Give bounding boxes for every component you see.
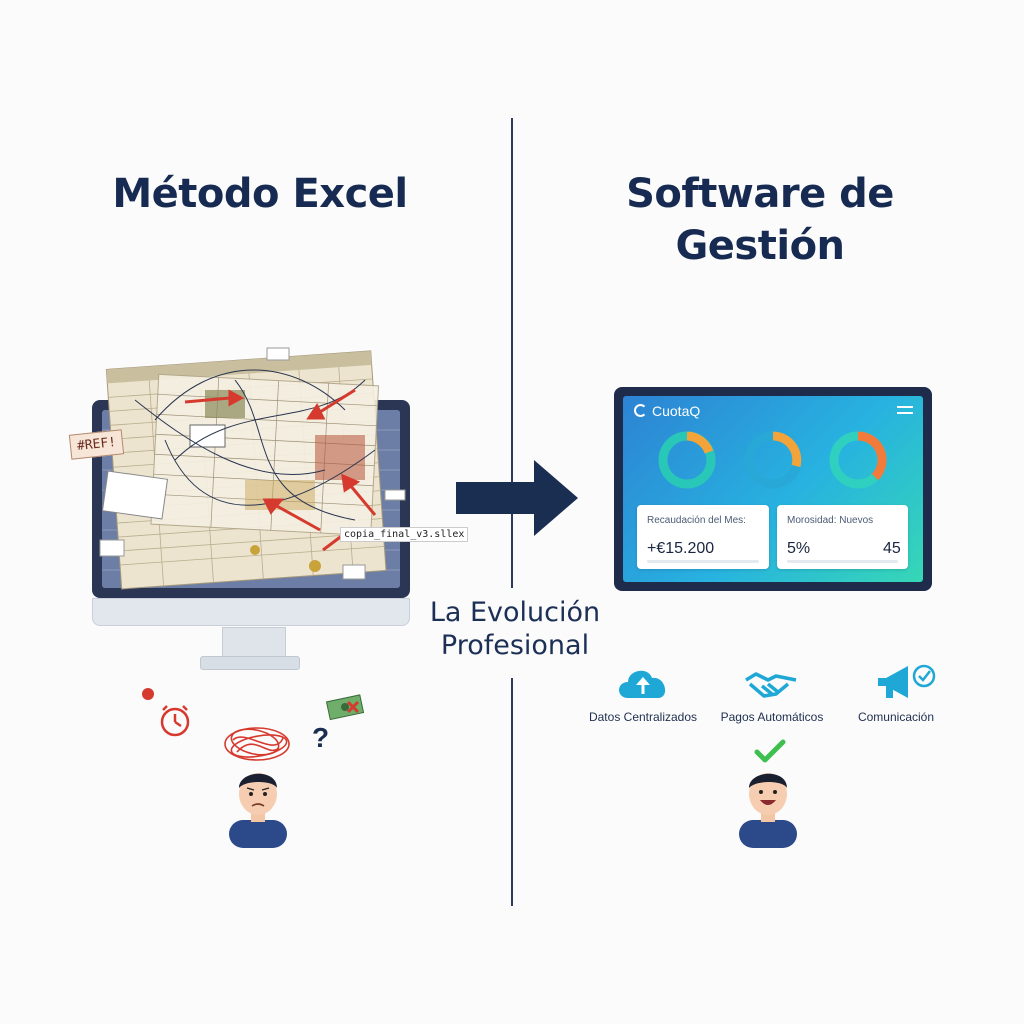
handshake-icon — [745, 672, 797, 698]
brand-icon — [634, 404, 647, 417]
kpi-card-collection[interactable]: Recaudación del Mes: +€15.200 — [637, 505, 769, 569]
kpi-delinquency-value-left: 5% — [787, 540, 811, 557]
question-icon: ? — [312, 722, 330, 753]
brand-logo[interactable]: CuotaQ — [634, 403, 700, 419]
stressed-person-icon — [224, 727, 290, 848]
tangle-icon — [224, 727, 290, 761]
arrow-right-icon — [456, 460, 578, 536]
megaphone-icon — [878, 664, 936, 698]
divider-line-bottom — [511, 678, 513, 906]
center-label: La Evolución Profesional — [420, 596, 610, 662]
kpi-collection-label: Recaudación del Mes: — [647, 515, 746, 526]
menu-icon[interactable] — [897, 406, 913, 415]
right-title-text: Software de Gestión — [626, 171, 894, 269]
left-title: Método Excel — [112, 171, 408, 217]
money-icon — [326, 694, 365, 720]
kpi-collection-bar — [647, 560, 759, 563]
monitor-base — [200, 656, 300, 670]
kpi-delinquency-bar — [787, 560, 898, 563]
center-label-line1: La Evolución — [429, 597, 601, 628]
feature-label-payments: Pagos Automáticos — [720, 710, 824, 724]
center-label-line2: Profesional — [440, 630, 590, 661]
brand-name: CuotaQ — [652, 403, 701, 419]
file-name-label: copia_final_v3.sllex — [340, 527, 469, 542]
kpi-delinquency-label: Morosidad: Nuevos — [787, 515, 874, 526]
kpi-delinquency-value-right: 45 — [883, 540, 901, 557]
monitor-stand — [222, 627, 286, 657]
kpi-collection-value: +€15.200 — [647, 540, 715, 557]
cloud-upload-icon — [619, 670, 666, 698]
clock-icon — [160, 705, 190, 737]
feature-label-communication: Comunicación — [857, 710, 935, 724]
alert-dot-icon — [142, 688, 154, 700]
feature-label-centralized: Datos Centralizados — [588, 710, 698, 724]
monitor-chin — [92, 598, 410, 626]
chaotic-spreadsheets — [99, 347, 406, 590]
divider-line-top — [511, 118, 513, 588]
check-icon — [754, 739, 786, 763]
donut-chart-3 — [829, 431, 887, 489]
kpi-card-delinquency[interactable]: Morosidad: Nuevos 5% 45 — [777, 505, 908, 569]
happy-person-icon — [739, 739, 797, 848]
right-title: Software de Gestión — [560, 168, 960, 272]
donut-chart-2 — [744, 431, 802, 489]
donut-chart-1 — [658, 431, 716, 489]
